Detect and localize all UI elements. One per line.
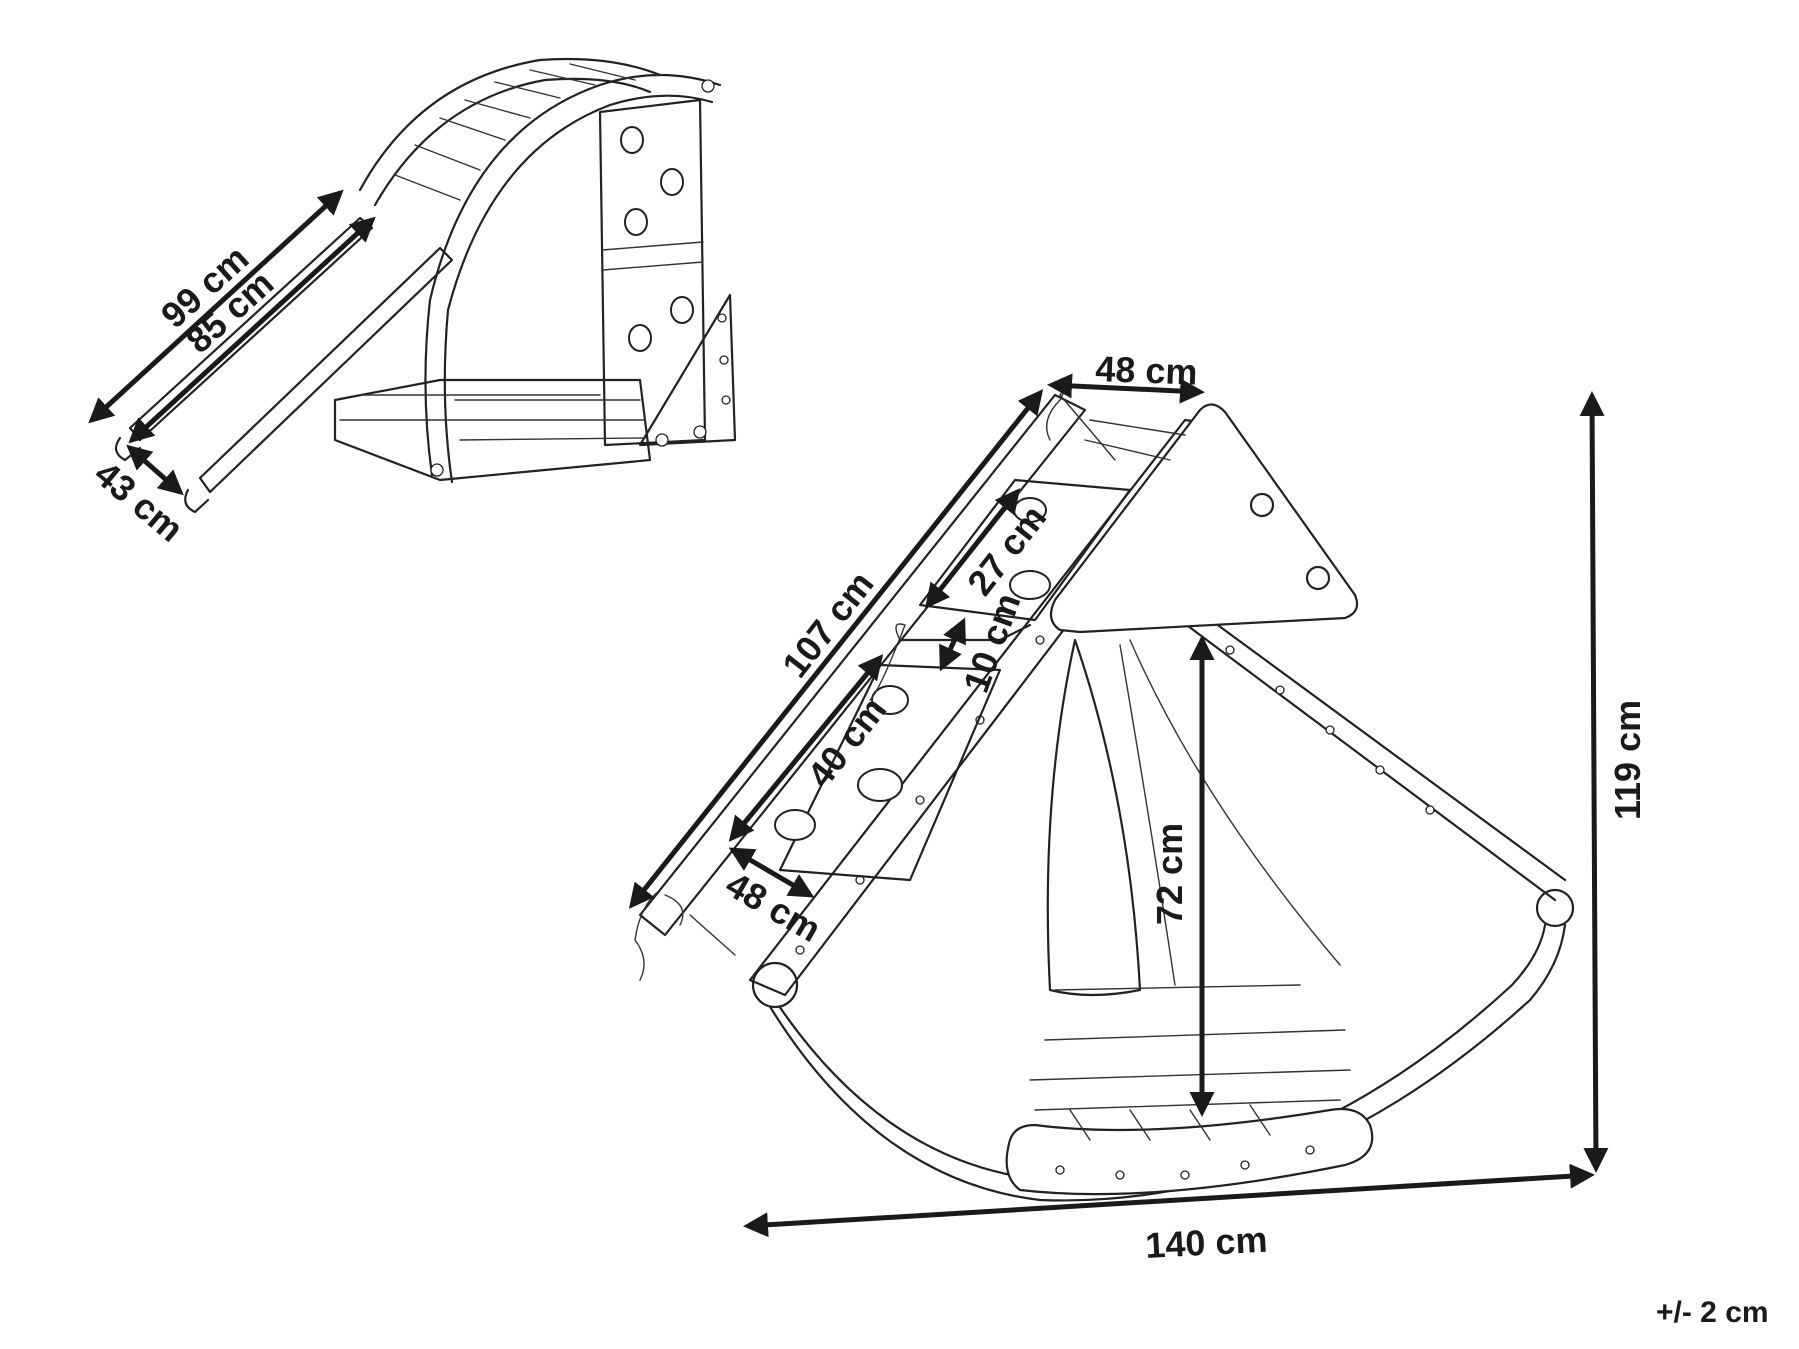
tolerance-note: +/- 2 cm — [1656, 1296, 1769, 1329]
dim-total-length-label: 140 cm — [1144, 1219, 1268, 1266]
dim-slide-width-label: 43 cm — [87, 453, 192, 550]
dim-panel-gap-label: 10 cm — [955, 588, 1028, 698]
arch-dimension-arrows — [88, 189, 376, 496]
rocker-triangle-illustration — [634, 387, 1575, 1202]
dim-total-height-label: 119 cm — [1607, 700, 1648, 820]
dim-side-length-label: 107 cm — [774, 563, 881, 684]
rocker-dimension-arrows — [628, 373, 1609, 1238]
dim-top-width-label: 48 cm — [1095, 348, 1198, 393]
dim-inner-height-label: 72 cm — [1149, 823, 1190, 925]
